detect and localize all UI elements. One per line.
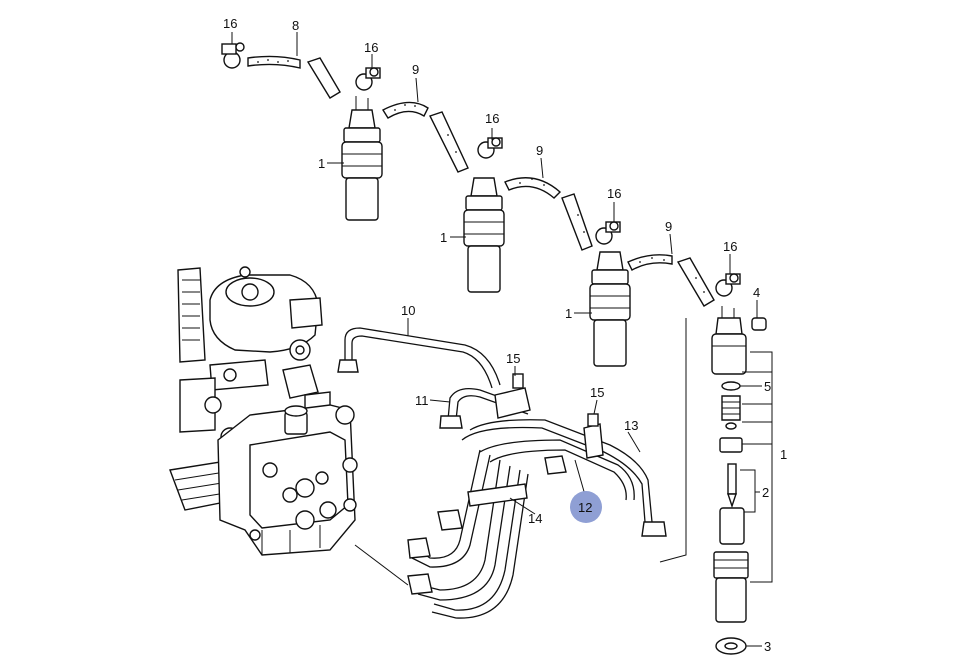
callout-16d: 16 [607, 186, 621, 201]
exploded-injector[interactable] [711, 306, 767, 655]
callout-10: 10 [401, 303, 415, 318]
callout-15b: 15 [590, 385, 604, 400]
callout-4: 4 [753, 285, 760, 300]
callout-14: 14 [528, 511, 542, 526]
leader-lines [231, 32, 773, 647]
callout-2: 2 [762, 485, 769, 500]
callout-1a: 1 [318, 156, 325, 171]
injector-1[interactable] [341, 96, 383, 221]
callout-9a: 9 [412, 62, 419, 77]
callout-16a: 16 [223, 16, 237, 31]
hose-texture [257, 59, 705, 293]
callout-16b: 16 [364, 40, 378, 55]
callout-9b: 9 [536, 143, 543, 158]
injector-3[interactable] [589, 251, 631, 367]
callout-1c: 1 [565, 306, 572, 321]
callout-labels: 16 8 16 9 1 16 9 1 16 9 1 16 4 10 15 11 … [223, 16, 787, 654]
injector-2[interactable] [463, 177, 505, 293]
callout-11: 11 [415, 393, 429, 408]
injection-pump[interactable] [169, 266, 358, 556]
callout-16e: 16 [723, 239, 737, 254]
callout-13: 13 [624, 418, 638, 433]
callout-5: 5 [764, 379, 771, 394]
callout-16c: 16 [485, 111, 499, 126]
callout-1b: 1 [440, 230, 447, 245]
hose-clamps[interactable] [221, 42, 741, 297]
callout-9c: 9 [665, 219, 672, 234]
callout-3: 3 [764, 639, 771, 654]
callout-12: 12 [578, 500, 592, 515]
callout-1d: 1 [780, 447, 787, 462]
injection-pipes[interactable] [337, 327, 667, 619]
callout-8: 8 [292, 18, 299, 33]
callout-12-highlight [570, 491, 602, 523]
callout-15a: 15 [506, 351, 520, 366]
leak-off-hoses[interactable] [247, 55, 715, 307]
